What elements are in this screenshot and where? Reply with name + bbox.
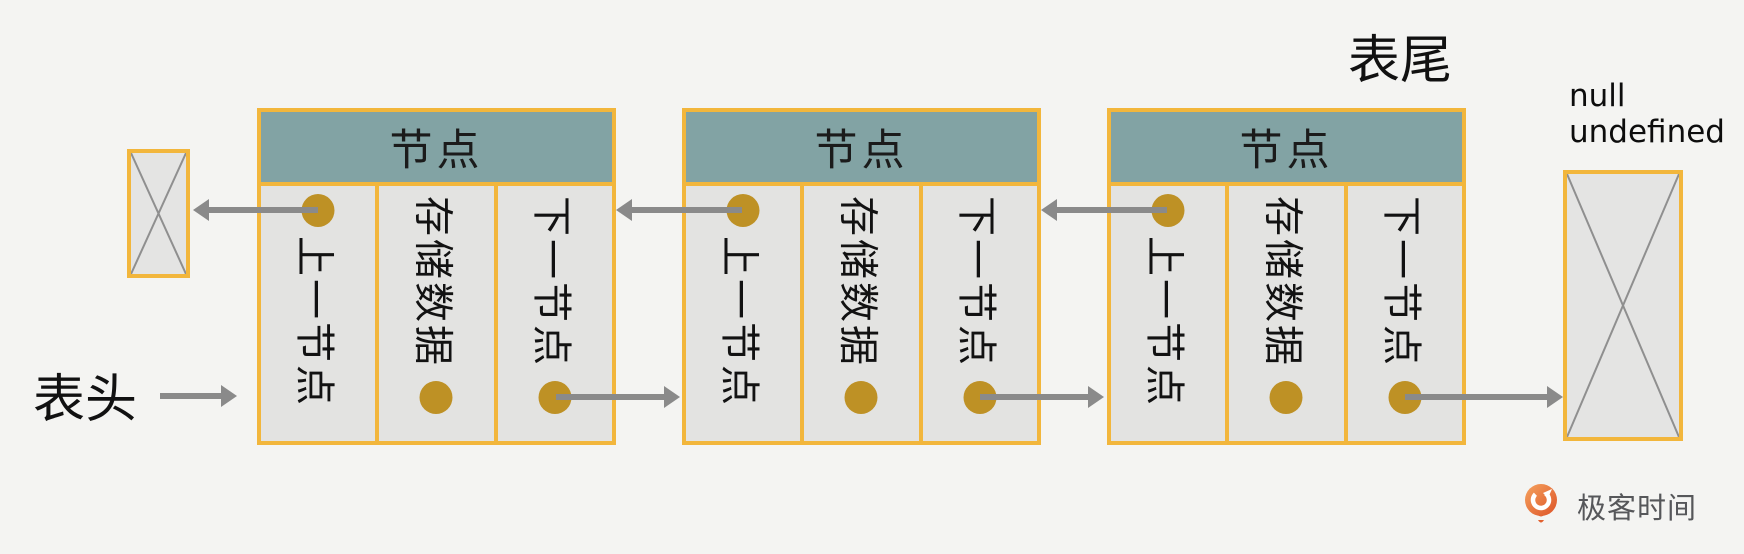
node-2: 节点 上一节点 存储数据 下一节点	[682, 108, 1041, 445]
null-undefined-label: null undefined	[1569, 78, 1725, 150]
data-cell-label: 存储数据	[1259, 196, 1306, 368]
node-title: 节点	[814, 126, 909, 176]
node-2-prev-cell: 上一节点	[686, 186, 801, 441]
prev-cell-label: 上一节点	[1141, 236, 1188, 408]
prev-cell-label: 上一节点	[291, 236, 338, 408]
geektime-logo-icon	[1525, 484, 1557, 523]
tail-null-box	[1563, 170, 1683, 441]
node-3-prev-cell: 上一节点	[1111, 186, 1226, 441]
geektime-logo-text: 极客时间	[1577, 491, 1698, 525]
node-2-data-cell: 存储数据	[804, 186, 919, 441]
node-title: 节点	[389, 126, 484, 176]
data-cell-label: 存储数据	[409, 196, 456, 368]
data-dot	[1269, 381, 1303, 414]
data-dot	[844, 381, 878, 414]
node-3-header: 节点	[1111, 112, 1462, 182]
x-cross-icon	[1567, 174, 1679, 437]
node-2-header: 节点	[686, 112, 1037, 182]
head-null-box	[127, 149, 190, 278]
node-1-header: 节点	[261, 112, 612, 182]
x-cross-icon	[131, 153, 186, 274]
node-1: 节点 上一节点 存储数据 下一节点	[257, 108, 616, 445]
prev-cell-label: 上一节点	[716, 236, 763, 408]
node-2-next-cell: 下一节点	[922, 186, 1037, 441]
node-1-data-cell: 存储数据	[379, 186, 494, 441]
node-3-data-cell: 存储数据	[1229, 186, 1344, 441]
head-label: 表头	[33, 370, 138, 430]
node-3-body: 上一节点 存储数据 下一节点	[1111, 186, 1462, 441]
tail-label: 表尾	[1348, 31, 1453, 91]
node-1-next-cell: 下一节点	[497, 186, 612, 441]
next-cell-label: 下一节点	[1377, 196, 1424, 368]
null-label-line1: null	[1569, 78, 1626, 114]
node-3: 节点 上一节点 存储数据 下一节点	[1107, 108, 1466, 445]
data-dot	[419, 381, 453, 414]
node-2-body: 上一节点 存储数据 下一节点	[686, 186, 1037, 441]
null-label-line2: undefined	[1569, 114, 1725, 150]
next-cell-label: 下一节点	[527, 196, 574, 368]
data-cell-label: 存储数据	[834, 196, 881, 368]
node-1-prev-cell: 上一节点	[261, 186, 376, 441]
next-cell-label: 下一节点	[952, 196, 999, 368]
node-3-next-cell: 下一节点	[1347, 186, 1462, 441]
node-1-body: 上一节点 存储数据 下一节点	[261, 186, 612, 441]
node-title: 节点	[1239, 126, 1334, 176]
